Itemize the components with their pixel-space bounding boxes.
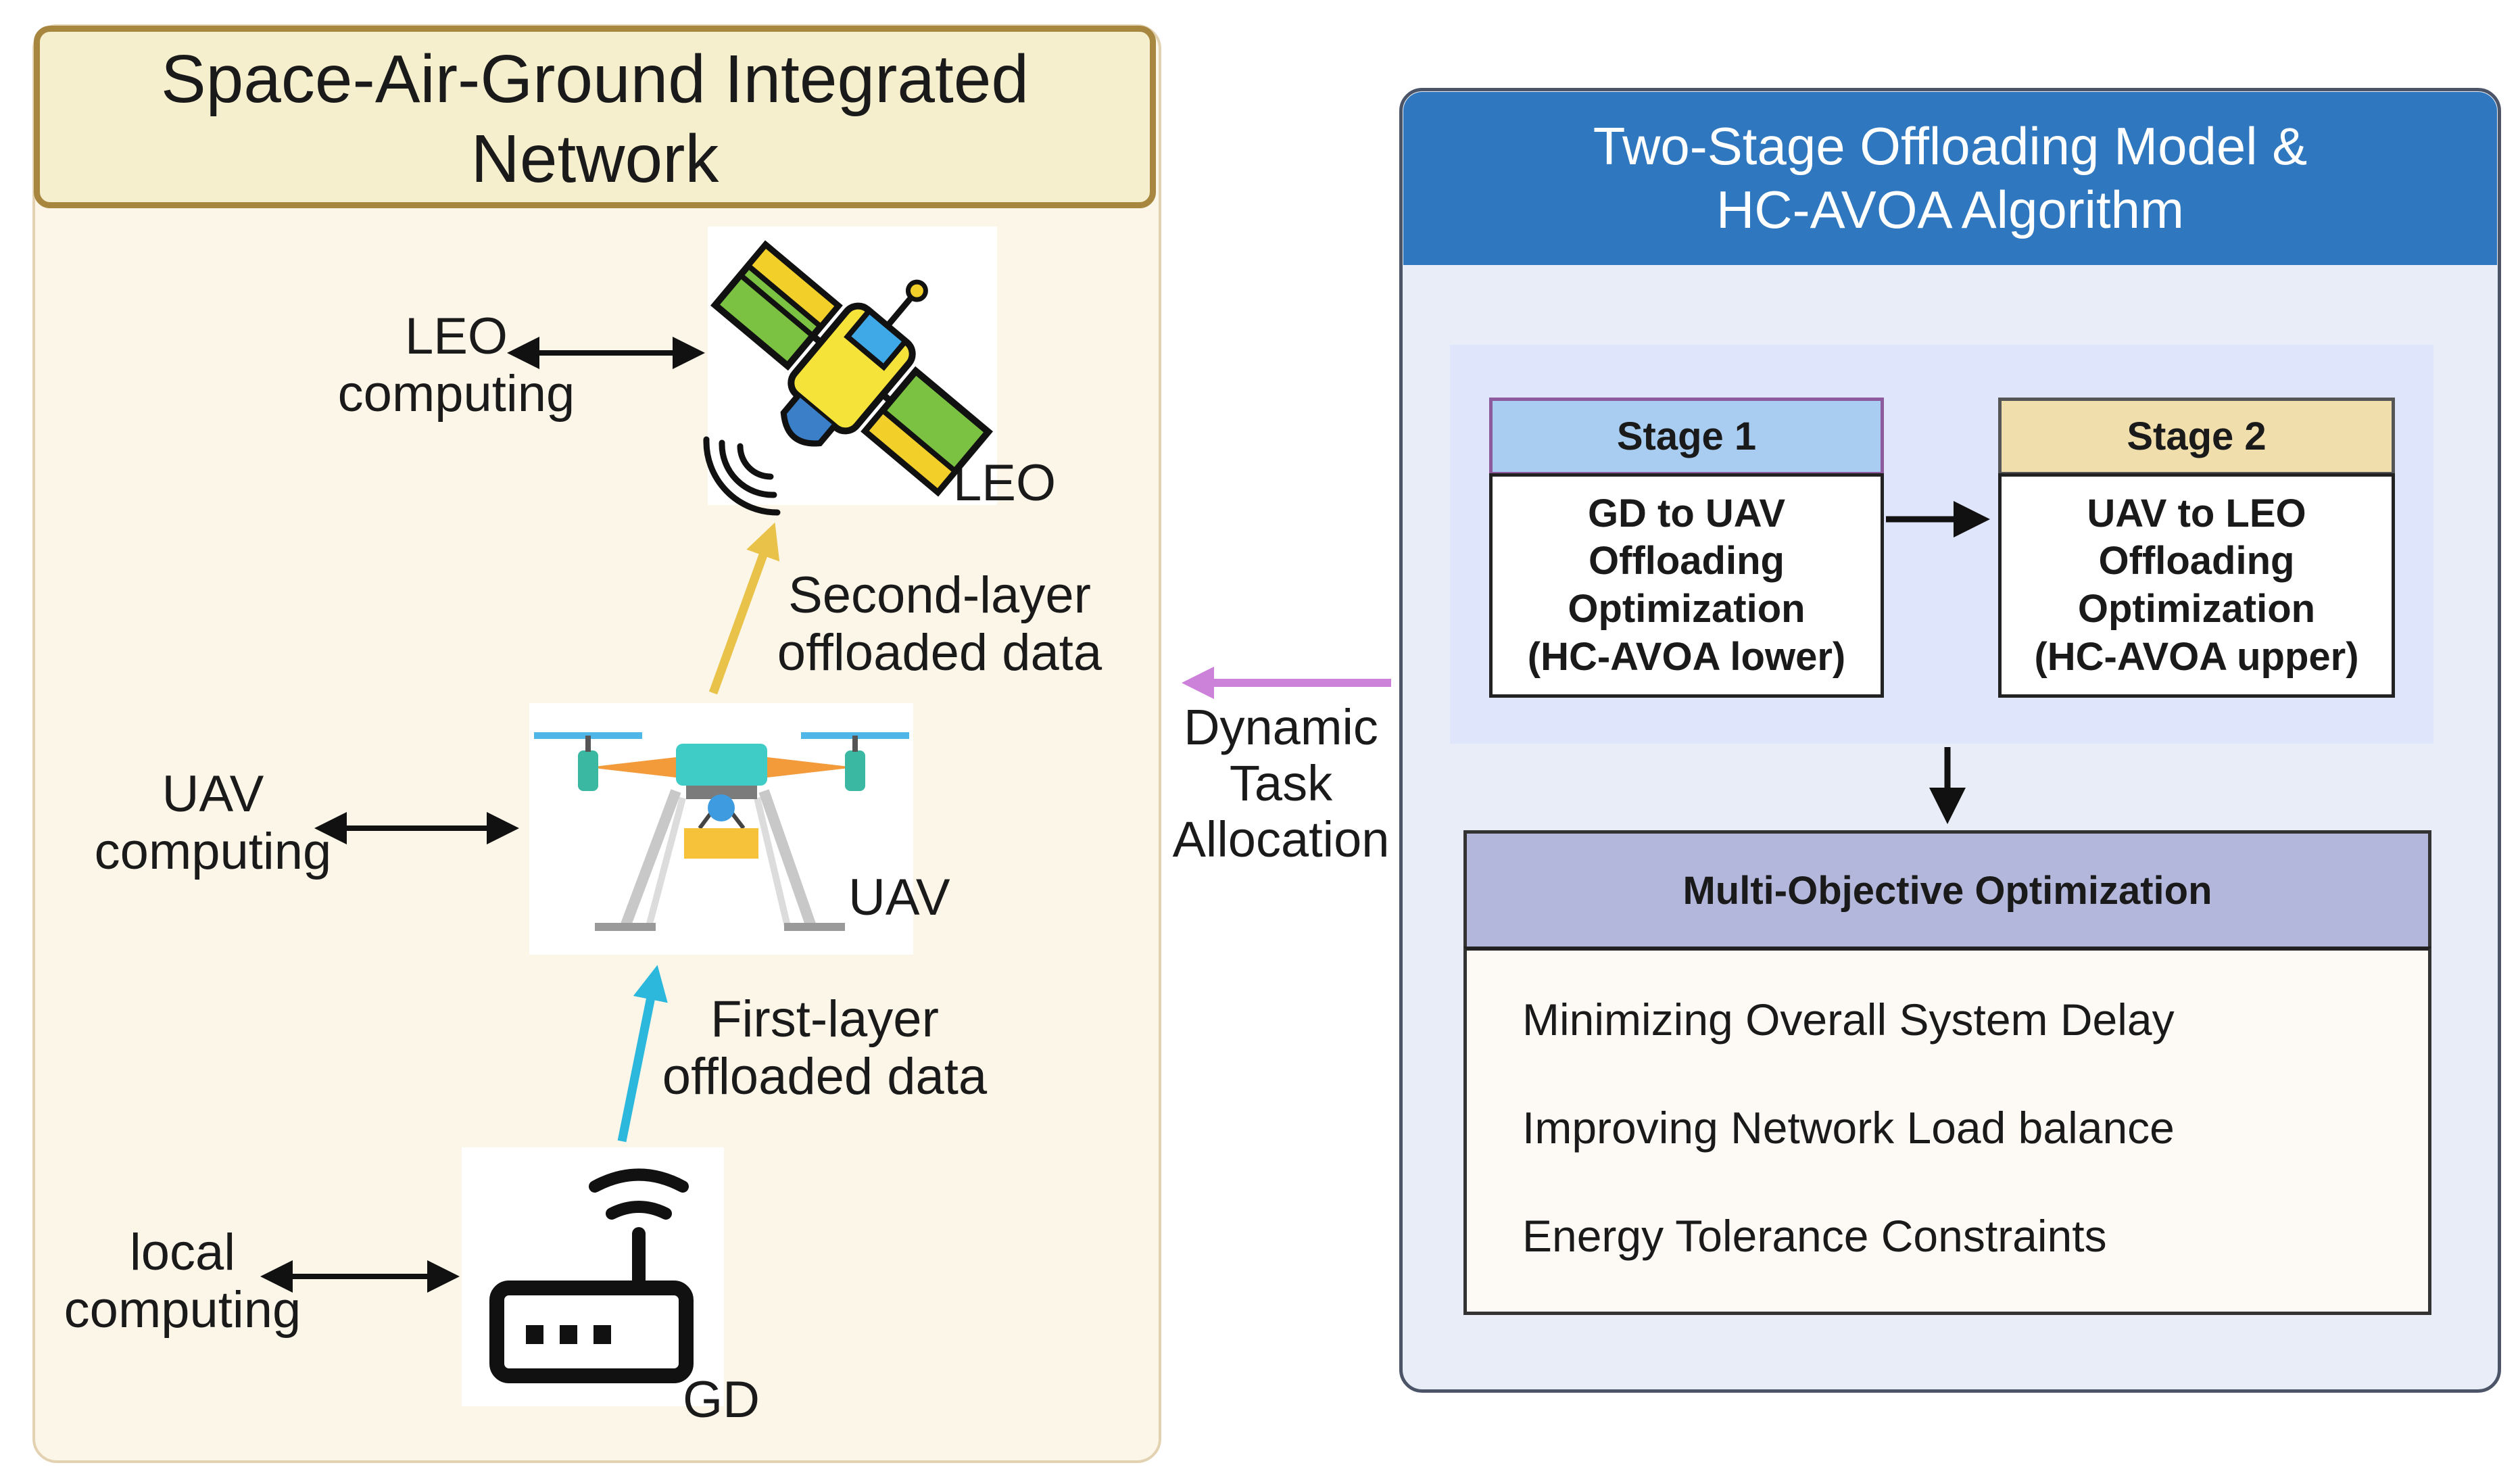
stage1-line: Offloading [1589,539,1785,583]
stage2-line: (HC-AVOA upper) [2034,634,2359,679]
stage2-box: UAV to LEO Offloading Optimization (HC-A… [1998,473,2395,698]
sagin-title: Space-Air-Ground Integrated Network [160,41,1029,197]
stage1-line: Optimization [1568,587,1806,631]
first-layer-arrow [617,965,668,1143]
stage2-header: Stage 2 [1998,398,2395,475]
sagin-title-box [34,26,1156,208]
drone-icon [534,732,909,931]
model-title: Two-Stage Offloading Model & HC-AVOA Alg… [1593,116,2308,239]
gd-node-label: GD [683,1371,760,1429]
second-layer-arrow [708,522,780,695]
moo-header: Multi-Objective Optimization [1463,830,2431,951]
dynamic-task-allocation-label: Dynamic Task Allocation [1172,699,1390,867]
objective-item: Energy Tolerance Constraints [1522,1211,2107,1261]
stage1-line: GD to UAV [1587,491,1786,535]
stage2-line: Optimization [2077,587,2316,631]
leo-node-label: LEO [953,454,1057,512]
leo-computing-label: LEO computing [337,308,575,423]
stage2-line: Offloading [2098,539,2295,583]
stage1-box: GD to UAV Offloading Optimization (HC-AV… [1489,473,1884,698]
signal-waves-icon [703,436,781,516]
stage2-line: UAV to LEO [2087,491,2306,535]
model-header [1403,92,2497,265]
objective-item: Minimizing Overall System Delay [1522,995,2175,1045]
local-computing-label: local computing [64,1224,301,1339]
uav-computing-label: UAV computing [94,765,332,881]
moo-box [1463,947,2431,1315]
satellite-icon [710,240,994,497]
first-layer-label: First-layer offloaded data [662,990,988,1106]
second-layer-label: Second-layer offloaded data [777,567,1102,682]
router-icon [489,1168,694,1383]
stage1-line: (HC-AVOA lower) [1527,634,1846,679]
uav-node-label: UAV [848,869,950,926]
objective-item: Improving Network Load balance [1522,1103,2175,1153]
router-lights [526,1325,611,1344]
